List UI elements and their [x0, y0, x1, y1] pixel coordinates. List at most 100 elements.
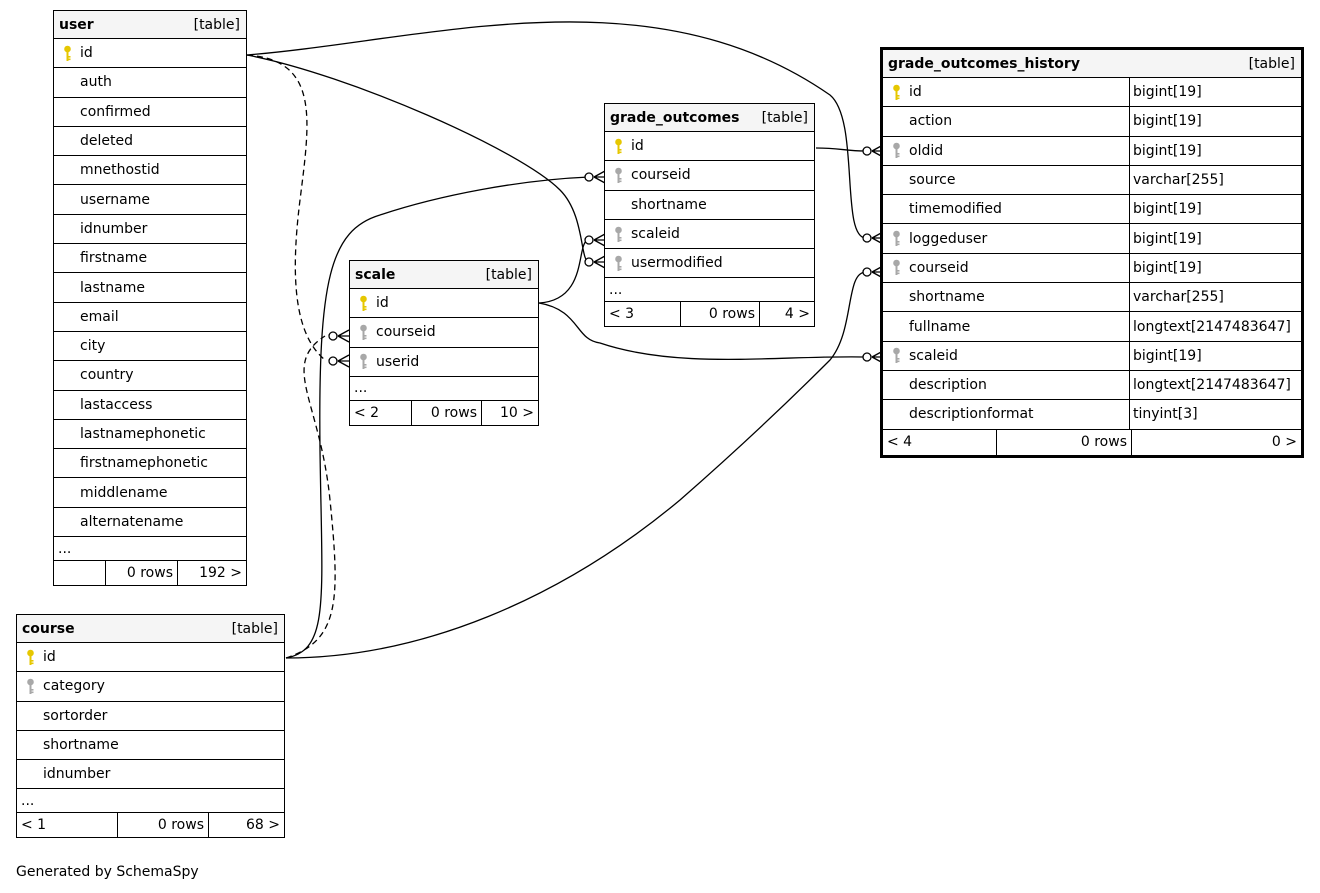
column-name-cell: lastnamephonetic: [54, 420, 246, 448]
column-row[interactable]: username: [54, 185, 246, 215]
column-name-cell: lastaccess: [54, 391, 246, 419]
column-row[interactable]: idnumber: [17, 760, 284, 790]
column-name: lastnamephonetic: [80, 426, 206, 442]
table-name: course: [22, 620, 75, 637]
column-row[interactable]: auth: [54, 68, 246, 98]
more-columns-ellipsis: ...: [350, 377, 538, 401]
column-name-cell: middlename: [54, 478, 246, 506]
table-footer: < 3 0 rows 4 >: [605, 302, 814, 327]
column-name-cell: shortname: [605, 191, 814, 219]
column-name: courseid: [376, 324, 436, 341]
column-row[interactable]: deleted: [54, 127, 246, 157]
column-row[interactable]: email: [54, 303, 246, 332]
column-name: shortname: [43, 737, 119, 754]
column-name: scaleid: [631, 226, 680, 243]
column-row[interactable]: id: [350, 289, 538, 319]
children-count[interactable]: 192 >: [177, 561, 246, 586]
more-columns-ellipsis: ...: [54, 537, 246, 562]
table-name: grade_outcomes: [610, 109, 740, 126]
column-name: courseid: [631, 167, 691, 184]
column-name: usermodified: [631, 255, 723, 272]
optional-marker-outcomes-courseid: [584, 172, 594, 182]
column-row[interactable]: idnumber: [54, 215, 246, 245]
column-row[interactable]: confirmed: [54, 98, 246, 127]
table-header: course [table]: [17, 615, 284, 643]
column-row[interactable]: id: [605, 132, 814, 162]
foreign-key-icon: [883, 259, 909, 276]
column-row[interactable]: sortorder: [17, 702, 284, 731]
column-name: deleted: [80, 133, 133, 150]
row-count: 0 rows: [411, 400, 481, 425]
children-count[interactable]: 0 >: [1131, 429, 1301, 455]
column-row[interactable]: shortname: [605, 191, 814, 220]
column-row[interactable]: country: [54, 361, 246, 391]
column-row[interactable]: firstnamephonetic: [54, 449, 246, 479]
parents-count[interactable]: [54, 561, 105, 585]
column-name: oldid: [909, 142, 944, 159]
column-row[interactable]: category: [17, 672, 284, 702]
column-row[interactable]: alternatename: [54, 508, 246, 538]
column-row[interactable]: courseid: [350, 318, 538, 348]
optional-marker-outcomes-usermodified: [584, 257, 594, 267]
column-name: id: [631, 138, 644, 155]
foreign-key-icon: [350, 324, 376, 341]
column-name-cell: courseid: [350, 318, 538, 346]
column-type: varchar[255]: [1129, 165, 1301, 195]
column-name-cell: source: [883, 166, 1129, 194]
table-type-tag: [table]: [1248, 55, 1295, 72]
column-type: longtext[2147483647]: [1129, 370, 1301, 400]
children-count[interactable]: 68 >: [208, 813, 284, 838]
column-type: tinyint[3]: [1129, 400, 1301, 429]
column-row[interactable]: userid: [350, 348, 538, 377]
column-row[interactable]: usermodified: [605, 249, 814, 279]
column-row[interactable]: lastaccess: [54, 391, 246, 420]
column-name-cell: scaleid: [883, 342, 1129, 370]
column-name-cell: country: [54, 361, 246, 389]
parents-count[interactable]: < 3: [609, 306, 635, 323]
children-count[interactable]: 10 >: [481, 400, 538, 425]
column-row[interactable]: mnethostid: [54, 156, 246, 186]
parents-count[interactable]: < 2: [354, 404, 380, 421]
parents-count[interactable]: < 1: [21, 817, 47, 834]
column-name-cell: shortname: [17, 731, 284, 759]
generated-by-note: Generated by SchemaSpy: [16, 864, 199, 880]
crowfoot-outcomes-scaleid: [593, 233, 606, 247]
foreign-key-icon: [605, 255, 631, 272]
column-row[interactable]: id: [17, 643, 284, 673]
foreign-key-icon: [883, 142, 909, 159]
edge-course-to-scale-courseid: [285, 335, 336, 659]
column-row[interactable]: city: [54, 332, 246, 362]
column-row[interactable]: courseid: [605, 161, 814, 191]
column-name-cell: id: [883, 78, 1129, 106]
column-row[interactable]: lastnamephonetic: [54, 420, 246, 450]
column-row[interactable]: lastname: [54, 273, 246, 303]
column-row[interactable]: id: [54, 39, 246, 69]
column-row[interactable]: shortname: [17, 731, 284, 761]
column-row[interactable]: middlename: [54, 478, 246, 508]
column-name-cell: firstname: [54, 244, 246, 272]
column-row[interactable]: firstname: [54, 244, 246, 274]
parents-count[interactable]: < 4: [887, 434, 913, 451]
column-name: courseid: [909, 259, 969, 276]
column-row[interactable]: scaleid: [605, 220, 814, 250]
children-count[interactable]: 4 >: [759, 302, 814, 327]
